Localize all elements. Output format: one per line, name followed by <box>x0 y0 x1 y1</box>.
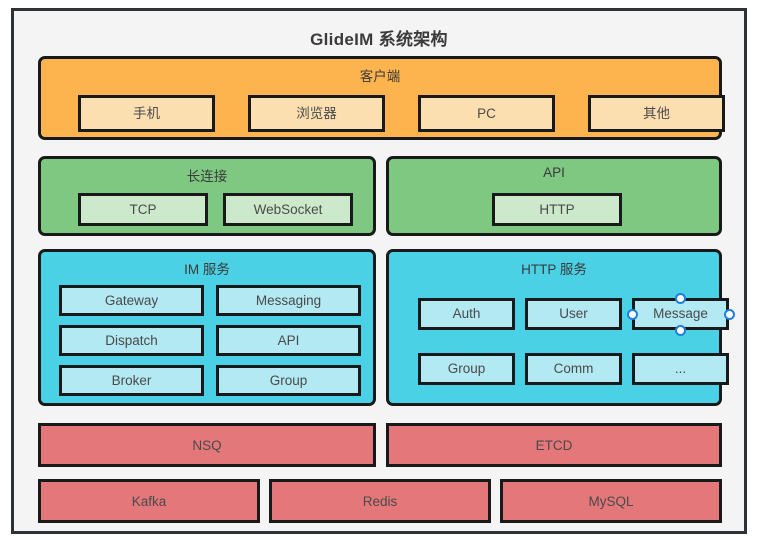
page-title: GlideIM 系统架构 <box>310 30 448 49</box>
connection-handle-top[interactable] <box>675 292 686 304</box>
node-im-api[interactable]: API <box>216 325 361 356</box>
group-client-label: 客户端 <box>359 69 401 84</box>
connection-handle-bottom[interactable] <box>675 324 686 336</box>
diagram-canvas[interactable]: GlideIM 系统架构 客户端 手机 浏览器 PC 其他 长连接 TCP We… <box>11 8 747 534</box>
node-gateway[interactable]: Gateway <box>59 285 204 316</box>
group-api-label: API <box>543 165 565 180</box>
node-im-group[interactable]: Group <box>216 365 361 396</box>
node-etcd[interactable]: ETCD <box>386 423 722 467</box>
node-mobile[interactable]: 手机 <box>78 95 215 132</box>
node-messaging[interactable]: Messaging <box>216 285 361 316</box>
connection-handle-left[interactable] <box>626 308 638 320</box>
group-im-service-label: IM 服务 <box>184 262 230 277</box>
node-dispatch[interactable]: Dispatch <box>59 325 204 356</box>
group-api[interactable]: API HTTP <box>386 156 722 236</box>
group-long-connection-label: 长连接 <box>186 169 228 184</box>
group-im-service[interactable]: IM 服务 Gateway Messaging Dispatch API Bro… <box>38 249 376 406</box>
node-auth[interactable]: Auth <box>418 298 515 330</box>
node-kafka[interactable]: Kafka <box>38 479 260 523</box>
node-mysql[interactable]: MySQL <box>500 479 722 523</box>
node-nsq[interactable]: NSQ <box>38 423 376 467</box>
node-websocket[interactable]: WebSocket <box>223 193 353 226</box>
node-http[interactable]: HTTP <box>492 193 622 226</box>
node-broker[interactable]: Broker <box>59 365 204 396</box>
node-user[interactable]: User <box>525 298 622 330</box>
node-redis[interactable]: Redis <box>269 479 491 523</box>
node-other[interactable]: 其他 <box>588 95 725 132</box>
selection-handles-message <box>626 292 735 336</box>
node-browser[interactable]: 浏览器 <box>248 95 385 132</box>
group-client[interactable]: 客户端 手机 浏览器 PC 其他 <box>38 56 725 140</box>
node-tcp[interactable]: TCP <box>78 193 208 226</box>
node-comm[interactable]: Comm <box>525 353 622 385</box>
node-http-group[interactable]: Group <box>418 353 515 385</box>
group-http-service[interactable]: HTTP 服务 Auth User Message Group Comm ... <box>386 249 735 406</box>
group-long-connection[interactable]: 长连接 TCP WebSocket <box>38 156 376 236</box>
node-pc[interactable]: PC <box>418 95 555 132</box>
group-http-service-label: HTTP 服务 <box>521 262 587 277</box>
connection-handle-right[interactable] <box>723 308 735 320</box>
node-more[interactable]: ... <box>632 353 729 385</box>
